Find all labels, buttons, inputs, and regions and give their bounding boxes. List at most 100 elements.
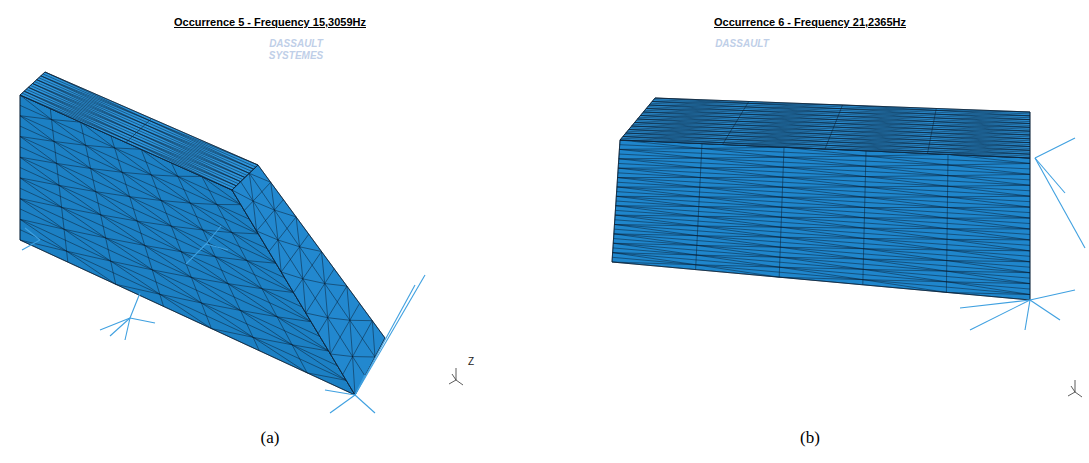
side-face-surface xyxy=(232,165,385,395)
mesh-line xyxy=(618,167,701,168)
mesh-line xyxy=(132,137,236,186)
mesh-line xyxy=(632,126,733,128)
mesh-line xyxy=(115,148,142,149)
mesh-line xyxy=(832,131,930,137)
mesh-line xyxy=(141,129,249,174)
spring-line xyxy=(1025,300,1030,330)
mesh-line xyxy=(929,144,1030,146)
mesh-line xyxy=(728,136,829,138)
spring-line xyxy=(325,390,355,395)
mesh-line xyxy=(37,80,141,129)
mesh-line xyxy=(623,137,724,143)
mesh-line xyxy=(232,190,253,201)
mesh-line xyxy=(20,199,64,230)
mesh-line xyxy=(931,137,1030,143)
mesh-line xyxy=(865,175,947,177)
mesh-line xyxy=(701,167,783,169)
mesh-line xyxy=(292,345,329,351)
mesh-line xyxy=(701,158,783,167)
mesh-line xyxy=(632,126,730,132)
mesh-line xyxy=(655,98,748,103)
top-face-surface xyxy=(620,98,1030,158)
spring-line xyxy=(1035,158,1085,248)
mesh-line xyxy=(947,218,1030,219)
mesh-line xyxy=(947,249,1030,251)
mesh-line xyxy=(723,102,749,145)
mesh-line xyxy=(33,84,137,133)
mesh-line xyxy=(702,148,784,157)
mesh-line xyxy=(274,210,296,217)
mesh-line xyxy=(629,130,728,136)
spring-line xyxy=(970,300,1030,330)
mesh-line xyxy=(700,177,783,178)
mesh-line xyxy=(20,116,52,120)
mesh-line xyxy=(24,91,128,140)
mesh-line xyxy=(41,76,150,121)
side-face xyxy=(232,165,385,395)
mesh-line xyxy=(864,249,947,250)
mesh-line xyxy=(612,257,1030,294)
mesh-line xyxy=(614,224,1030,256)
mesh-line xyxy=(228,284,262,289)
mesh-line xyxy=(629,130,730,132)
mesh-line xyxy=(947,207,1030,218)
mesh-line xyxy=(623,137,1030,155)
mesh-line xyxy=(152,270,201,303)
mesh-line xyxy=(863,269,946,271)
mesh-line xyxy=(698,226,781,227)
mesh-line xyxy=(829,138,930,140)
mesh-line xyxy=(782,197,864,207)
mesh-line xyxy=(91,168,130,196)
panel-title: Occurrence 5 - Frequency 15,3059Hz xyxy=(174,16,366,28)
mesh-line xyxy=(54,141,86,145)
mesh-line xyxy=(96,192,138,221)
spring-line xyxy=(355,375,365,395)
mesh-line xyxy=(111,261,160,294)
mesh-line xyxy=(781,237,864,249)
mesh-line xyxy=(948,197,1030,207)
mesh-line xyxy=(947,239,1030,241)
mesh-line xyxy=(947,250,1030,262)
mesh-line xyxy=(784,157,866,166)
mesh-line xyxy=(353,356,375,357)
mesh-line xyxy=(343,321,373,375)
mesh-line xyxy=(181,252,228,284)
mesh-line xyxy=(700,187,782,197)
mesh-line xyxy=(863,269,946,281)
mesh-line xyxy=(45,72,149,121)
mesh-line xyxy=(20,219,67,251)
mesh-line xyxy=(306,313,328,318)
mesh-line xyxy=(865,187,947,197)
axis-line xyxy=(456,380,463,385)
mesh-line xyxy=(781,217,864,228)
mesh-line xyxy=(128,141,236,186)
mesh-line xyxy=(350,320,353,356)
mesh-line xyxy=(947,207,1030,208)
mesh-line xyxy=(828,142,929,144)
mesh-line xyxy=(697,236,780,248)
mesh-line xyxy=(947,282,1030,295)
mesh-line xyxy=(616,206,699,217)
top-face xyxy=(20,72,258,190)
mesh-line xyxy=(864,228,947,239)
mesh-line xyxy=(699,197,781,207)
mesh-line xyxy=(700,178,782,188)
spring-symbol xyxy=(186,226,228,264)
spring-line xyxy=(1030,290,1075,300)
mesh-line xyxy=(864,228,947,230)
mesh-line xyxy=(145,245,182,251)
top-face xyxy=(620,98,1030,158)
mesh-line xyxy=(619,159,701,168)
mesh-line xyxy=(614,229,1030,262)
mesh-line xyxy=(781,237,864,238)
mesh-line xyxy=(780,247,863,249)
mesh-line xyxy=(616,201,1030,229)
mesh-line xyxy=(203,230,247,261)
mesh-line xyxy=(201,303,253,337)
mesh-line xyxy=(826,145,927,151)
mesh-line xyxy=(614,224,697,235)
front-face xyxy=(612,140,1030,300)
mesh-line xyxy=(618,168,700,177)
mesh-line xyxy=(617,187,699,197)
mesh-line xyxy=(28,87,132,136)
